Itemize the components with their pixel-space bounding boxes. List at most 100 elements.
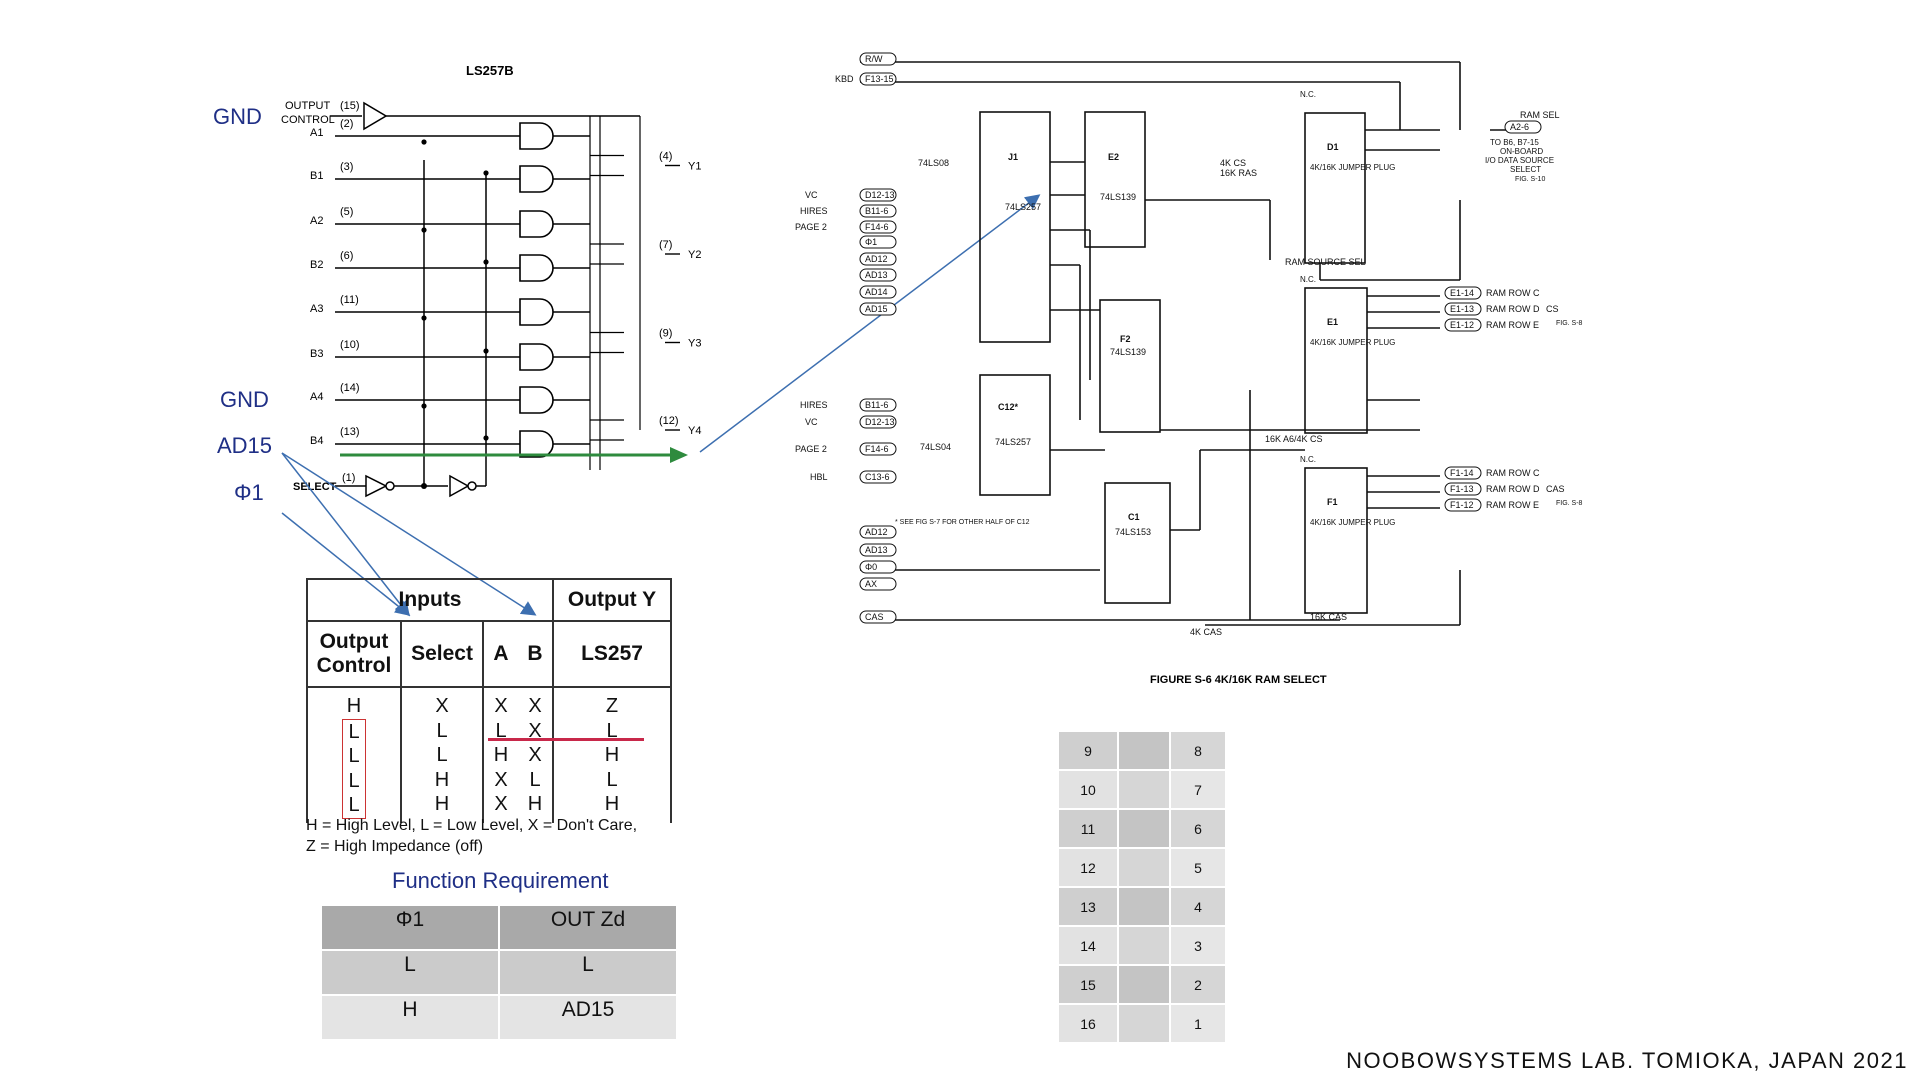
chip-ref: C12* (998, 402, 1019, 412)
tt-cell: L (348, 769, 360, 792)
fr-cell: L (322, 951, 498, 994)
output-pin: (4) (659, 151, 672, 163)
input-label-b3: B3 (310, 348, 323, 360)
input-label-b4: B4 (310, 435, 323, 447)
signal-connector (859, 204, 897, 218)
signal-label: CAS (865, 612, 884, 622)
buffer-gate (363, 101, 388, 131)
nc-label: N.C. (1300, 455, 1316, 464)
signal-connector (859, 220, 897, 234)
pin-cell (1119, 888, 1169, 925)
ram-row-label: RAM ROW C (1486, 468, 1540, 478)
tt-cell: Z (605, 695, 619, 717)
signal-connector (859, 52, 897, 66)
tt-cell: X (494, 793, 508, 815)
and-gate (519, 122, 554, 150)
pin-cell: 15 (1059, 966, 1117, 1003)
output-pin: (7) (659, 239, 672, 251)
and-gate (519, 430, 554, 458)
fig-s8-label: FIG. S-8 (1556, 320, 1583, 327)
pin-cell (1119, 849, 1169, 886)
chip-c1 (1104, 482, 1171, 604)
pin-cell: 10 (1059, 771, 1117, 808)
input-pin: (6) (340, 250, 353, 262)
tt-cell: X (528, 719, 542, 742)
see-fig-label: * SEE FIG S-7 FOR OTHER HALF OF C12 (895, 519, 1030, 526)
input-pin: (10) (340, 339, 360, 351)
gnd-label: GND (220, 387, 269, 412)
signal-name: HBL (810, 472, 828, 482)
signal-label: AD14 (865, 287, 888, 297)
signal-connector (859, 188, 897, 202)
pin-cell: 11 (1059, 810, 1117, 847)
input-pin: (2) (340, 118, 353, 130)
signal-label: B11-6 (865, 206, 888, 216)
signal-connector (859, 525, 897, 539)
figure-caption: FIGURE S-6 4K/16K RAM SELECT (1150, 674, 1327, 686)
input-label-b1: B1 (310, 170, 323, 182)
signal-connector (1444, 318, 1482, 332)
fig-s10-label: FIG. S-10 (1515, 176, 1545, 183)
chip-d1 (1304, 112, 1366, 264)
pin-cell: 16 (1059, 1005, 1117, 1042)
pin-cell (1119, 732, 1169, 769)
signal-label: F1-12 (1450, 500, 1474, 510)
signal-label: F14-6 (865, 222, 889, 232)
signal-connector (1444, 286, 1482, 300)
kbd-label: KBD (835, 74, 854, 84)
to-b6-label: TO B6, B7-15 (1490, 138, 1539, 147)
chip-e1 (1304, 287, 1368, 434)
and-gate (519, 343, 554, 371)
fr-header: OUT Zd (500, 906, 676, 949)
tt-cell: X (435, 695, 449, 717)
ram-row-label: RAM ROW D (1486, 484, 1540, 494)
output-label-y3: Y3 (688, 338, 701, 350)
signal-label: AD12 (865, 527, 888, 537)
output-pin: (9) (659, 328, 672, 340)
pin15-label: (15) (340, 100, 360, 112)
pin-cell: 9 (1059, 732, 1117, 769)
cs-label: CS (1546, 304, 1559, 314)
col-a: A (482, 620, 518, 688)
signal-connector (859, 398, 897, 412)
and-gate (519, 210, 554, 238)
chip-ref: F2 (1120, 334, 1131, 344)
signal-label: E1-13 (1450, 304, 1474, 314)
chip-j1 (979, 111, 1051, 343)
signal-label: Φ1 (865, 237, 877, 247)
zd-arrow (699, 194, 1041, 453)
tt-cell: X (494, 768, 508, 791)
strike-line (488, 738, 644, 741)
chip-part: 74LS257 (995, 437, 1031, 447)
col-output-control: Output Control (306, 620, 402, 688)
function-requirement-title: Function Requirement (392, 868, 609, 893)
tt-cell: H (493, 744, 509, 766)
fr-cell: L (500, 951, 676, 994)
pin-cell (1119, 966, 1169, 1003)
signal-name: PAGE 2 (795, 444, 827, 454)
tt-cell: H (346, 695, 362, 717)
output-label-y2: Y2 (688, 249, 701, 261)
green-arrow (670, 447, 688, 463)
footer-credit: NOOBOWSYSTEMS LAB. TOMIOKA, JAPAN 2021 (1346, 1048, 1908, 1073)
input-label-a1: A1 (310, 127, 323, 139)
input-pin: (14) (340, 382, 360, 394)
pin-cell: 7 (1171, 771, 1225, 808)
output-header: Output Y (552, 578, 672, 622)
four-k-cas-label: 4K CAS (1190, 627, 1222, 637)
chip-part: 74LS139 (1100, 192, 1136, 202)
gate-part: 74LS04 (920, 442, 951, 452)
signal-connector (1444, 482, 1482, 496)
on-board-label: ON-BOARD (1500, 147, 1543, 156)
signal-connector (859, 268, 897, 282)
tt-cell: L (606, 768, 618, 791)
signal-label: AX (865, 579, 877, 589)
signal-name: PAGE 2 (795, 222, 827, 232)
chip-c12 (979, 374, 1051, 496)
chip-part: 74LS153 (1115, 527, 1151, 537)
tt-cell: L (529, 768, 541, 791)
legend-line-1: H = High Level, L = Low Level, X = Don't… (306, 817, 638, 834)
